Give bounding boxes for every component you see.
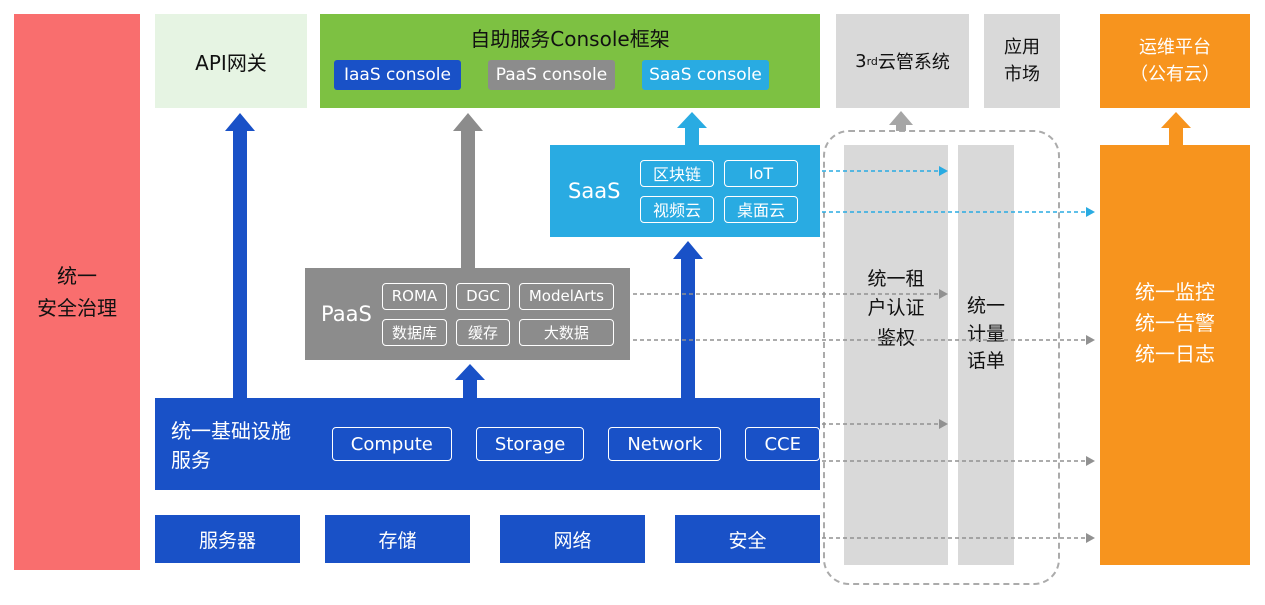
arrow-monitor-to-om-platform-icon [1161, 112, 1191, 146]
console-framework-panel: 自助服务Console框架 IaaS console PaaS console … [320, 14, 820, 108]
saas-service-blockchain: 区块链 [639, 159, 714, 187]
arrow-iaas-to-saas-icon [673, 241, 703, 399]
paas-service-grid: ROMA DGC ModelArts 数据库 缓存 大数据 [381, 282, 614, 346]
saas-service-video-cloud: 视频云 [639, 195, 714, 223]
infrastructure-layer-label: 统一基础设施服务 [171, 419, 291, 472]
saas-service-grid: 区块链 IoT 视频云 桌面云 [639, 159, 798, 223]
shared-services-dashed-group [823, 130, 1060, 585]
om-platform-box: 运维平台 （公有云） [1100, 14, 1250, 108]
saas-console-chip: SaaS console [642, 60, 769, 90]
paas-service-cache: 缓存 [456, 318, 510, 346]
console-chip-row: IaaS console PaaS console SaaS console [320, 60, 820, 90]
paas-service-modelarts: ModelArts [518, 282, 614, 310]
dashed-iaas-to-monitor-arrowhead-icon [1086, 456, 1095, 466]
security-governance-bar: 统一 安全治理 [14, 14, 140, 570]
infra-service-compute: Compute [331, 427, 452, 461]
dashed-paas-to-monitor-arrowhead-icon [1086, 335, 1095, 345]
monitoring-alarm-log-bar: 统一监控 统一告警 统一日志 [1100, 145, 1250, 565]
paas-service-roma: ROMA [381, 282, 448, 310]
infra-service-storage: Storage [475, 427, 585, 461]
hardware-server-box: 服务器 [155, 515, 300, 563]
third-cms-superscript: rd [866, 54, 878, 68]
dashed-saas-to-monitor-arrowhead-icon [1086, 207, 1095, 217]
paas-service-database: 数据库 [381, 318, 448, 346]
paas-service-dgc: DGC [456, 282, 510, 310]
arrow-iaas-to-api-gateway-icon [225, 113, 255, 399]
paas-console-chip: PaaS console [488, 60, 615, 90]
console-framework-title: 自助服务Console框架 [470, 26, 670, 51]
saas-layer-panel: SaaS 区块链 IoT 视频云 桌面云 [550, 145, 820, 237]
arrow-shared-to-third-cms-icon [889, 111, 913, 131]
api-gateway-box: API网关 [155, 14, 307, 108]
third-cms-suffix: 云管系统 [877, 52, 950, 73]
tenant-auth-bar: 统一租 户认证 鉴权 [844, 145, 948, 565]
hardware-network-box: 网络 [500, 515, 645, 563]
dashed-hardware-to-monitor-arrowhead-icon [1086, 533, 1095, 543]
arrow-saas-to-console-icon [677, 112, 707, 146]
infrastructure-service-row: Compute Storage Network CCE [331, 427, 820, 461]
paas-layer-label: PaaS [321, 302, 372, 326]
infra-service-cce: CCE [745, 427, 820, 461]
hardware-security-box: 安全 [675, 515, 820, 563]
iaas-console-chip: IaaS console [334, 60, 461, 90]
app-market-box: 应用 市场 [984, 14, 1060, 108]
saas-layer-label: SaaS [568, 179, 621, 203]
paas-layer-panel: PaaS ROMA DGC ModelArts 数据库 缓存 大数据 [305, 268, 630, 360]
hardware-storage-box: 存储 [325, 515, 470, 563]
saas-service-desktop-cloud: 桌面云 [723, 195, 798, 223]
infra-service-network: Network [608, 427, 722, 461]
arrow-paas-to-console-icon [453, 113, 483, 269]
saas-service-iot: IoT [723, 159, 798, 187]
infrastructure-layer-panel: 统一基础设施服务 Compute Storage Network CCE [155, 398, 820, 490]
third-cms-prefix: 3 [855, 50, 867, 72]
paas-service-bigdata: 大数据 [518, 318, 614, 346]
metering-bar: 统一 计量 话单 [958, 145, 1014, 565]
arrow-iaas-to-paas-icon [455, 364, 485, 399]
